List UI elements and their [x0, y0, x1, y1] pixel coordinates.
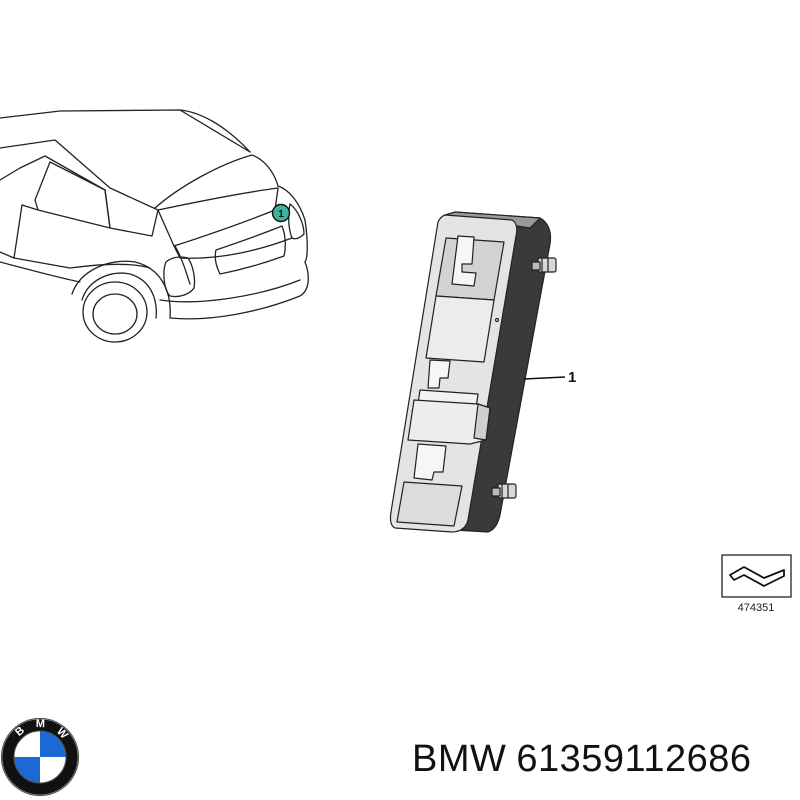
svg-text:M: M [36, 718, 45, 730]
callout-label: 1 [568, 369, 576, 386]
car-marker-circle [271, 203, 291, 223]
callout-leader-line [523, 376, 566, 380]
car-marker-label: 1 [278, 209, 284, 220]
logo-letter-m: M [36, 718, 45, 730]
reference-symbol-icon [729, 566, 785, 587]
caption-part-number: 61359112686 [516, 738, 752, 780]
control-module [389, 211, 557, 533]
bmw-logo: B M W [1, 718, 79, 796]
caption-brand: BMW [412, 738, 507, 780]
mounting-stud-top [531, 257, 557, 273]
mounting-stud-bottom [491, 483, 517, 499]
reference-symbol: 474351 [721, 554, 792, 614]
car-location-marker: 1 [271, 203, 291, 223]
reference-code: 474351 [738, 602, 775, 614]
car-rear-drawing [0, 109, 309, 343]
